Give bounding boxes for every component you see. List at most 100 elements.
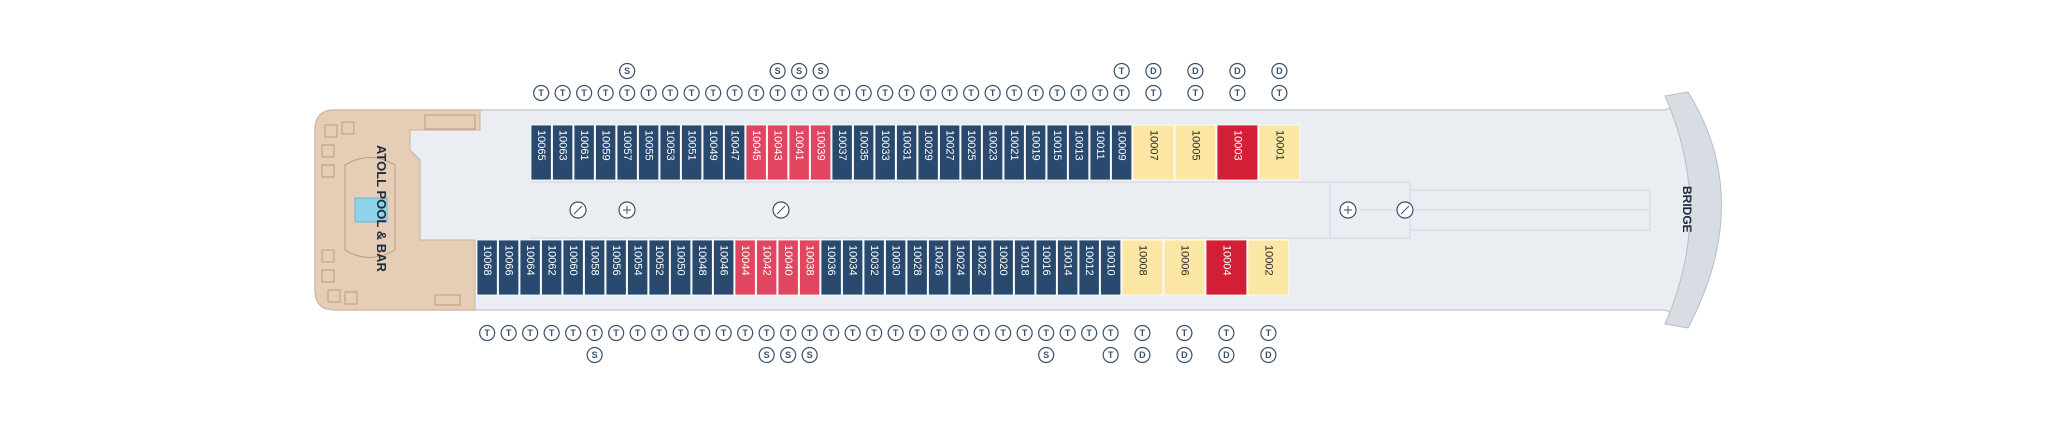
cabin-10053[interactable]: 10053	[659, 124, 681, 181]
cabin-10057[interactable]: 10057	[616, 124, 638, 181]
symbol-letter: T	[1119, 88, 1125, 98]
cabin-symbol-sofa-icon: S	[812, 62, 829, 80]
cabin-10046[interactable]: 10046	[713, 239, 735, 296]
cabin-10005[interactable]: 10005	[1174, 124, 1217, 181]
cabin-10055[interactable]: 10055	[638, 124, 660, 181]
cabin-10028[interactable]: 10028	[906, 239, 928, 296]
cabin-10013[interactable]: 10013	[1068, 124, 1090, 181]
cabin-symbol-twin-icon: T	[565, 324, 582, 342]
cabin-block	[573, 124, 595, 181]
cabin-10039[interactable]: 10039	[810, 124, 832, 181]
cabin-10049[interactable]: 10049	[702, 124, 724, 181]
cabin-10034[interactable]: 10034	[842, 239, 864, 296]
symbol-circle	[662, 84, 679, 102]
cabin-number: 10022	[976, 245, 988, 276]
symbol-circle	[715, 324, 732, 342]
cabin-10033[interactable]: 10033	[874, 124, 896, 181]
symbol-letter: T	[1235, 88, 1241, 98]
cabin-number: 10045	[750, 130, 762, 161]
symbol-circle	[758, 324, 775, 342]
cabin-10009[interactable]: 10009	[1111, 124, 1133, 181]
cabin-number: 10038	[804, 245, 816, 276]
cabin-10059[interactable]: 10059	[595, 124, 617, 181]
cabin-symbol-twin-icon: T	[737, 324, 754, 342]
symbol-circle	[1271, 62, 1288, 80]
cabin-10063[interactable]: 10063	[552, 124, 574, 181]
cabin-10023[interactable]: 10023	[982, 124, 1004, 181]
cabin-10052[interactable]: 10052	[648, 239, 670, 296]
pool-deck	[314, 109, 481, 311]
symbol-letter: D	[1139, 350, 1146, 360]
cabin-10016[interactable]: 10016	[1035, 239, 1057, 296]
cabin-10056[interactable]: 10056	[605, 239, 627, 296]
cabin-10010[interactable]: 10010	[1100, 239, 1122, 296]
cabin-10058[interactable]: 10058	[584, 239, 606, 296]
cabin-10004[interactable]: 10004	[1205, 239, 1248, 296]
cabin-10002[interactable]: 10002	[1247, 239, 1290, 296]
cabin-10003[interactable]: 10003	[1216, 124, 1259, 181]
cabin-10066[interactable]: 10066	[498, 239, 520, 296]
cabin-symbol-disabled-icon: D	[1260, 346, 1277, 364]
symbol-letter: T	[882, 88, 888, 98]
cabin-10064[interactable]: 10064	[519, 239, 541, 296]
cabin-10019[interactable]: 10019	[1025, 124, 1047, 181]
cabin-10044[interactable]: 10044	[734, 239, 756, 296]
cabin-10050[interactable]: 10050	[670, 239, 692, 296]
cabin-number: 10018	[1019, 245, 1031, 276]
cabin-10030[interactable]: 10030	[885, 239, 907, 296]
cabin-symbol-twin-icon: T	[576, 84, 593, 102]
symbol-circle	[1027, 84, 1044, 102]
cabin-10036[interactable]: 10036	[820, 239, 842, 296]
cabin-10062[interactable]: 10062	[541, 239, 563, 296]
cabin-10047[interactable]: 10047	[724, 124, 746, 181]
symbol-letter: T	[828, 328, 834, 338]
cabin-10043[interactable]: 10043	[767, 124, 789, 181]
cabin-10038[interactable]: 10038	[799, 239, 821, 296]
cabin-10026[interactable]: 10026	[928, 239, 950, 296]
cabin-10007[interactable]: 10007	[1132, 124, 1175, 181]
cabin-10068[interactable]: 10068	[476, 239, 498, 296]
cabin-10032[interactable]: 10032	[863, 239, 885, 296]
cabin-10011[interactable]: 10011	[1089, 124, 1111, 181]
cabin-10045[interactable]: 10045	[745, 124, 767, 181]
symbol-letter: T	[936, 328, 942, 338]
cabin-10029[interactable]: 10029	[917, 124, 939, 181]
cabin-block	[799, 239, 821, 296]
cabin-10025[interactable]: 10025	[960, 124, 982, 181]
cabin-symbol-twin-icon: T	[748, 84, 765, 102]
cabin-10037[interactable]: 10037	[831, 124, 853, 181]
cabin-10031[interactable]: 10031	[896, 124, 918, 181]
symbol-circle	[597, 84, 614, 102]
cabin-10060[interactable]: 10060	[562, 239, 584, 296]
cabin-10040[interactable]: 10040	[777, 239, 799, 296]
cabin-10021[interactable]: 10021	[1003, 124, 1025, 181]
cabin-10014[interactable]: 10014	[1057, 239, 1079, 296]
cabin-10006[interactable]: 10006	[1163, 239, 1206, 296]
cabin-10035[interactable]: 10035	[853, 124, 875, 181]
symbol-letter: T	[764, 328, 770, 338]
symbol-letter: D	[1234, 66, 1241, 76]
cabin-10020[interactable]: 10020	[992, 239, 1014, 296]
cabin-10022[interactable]: 10022	[971, 239, 993, 296]
cabin-10054[interactable]: 10054	[627, 239, 649, 296]
cabin-block	[788, 124, 810, 181]
cabin-10015[interactable]: 10015	[1046, 124, 1068, 181]
cabin-10018[interactable]: 10018	[1014, 239, 1036, 296]
cabin-10024[interactable]: 10024	[949, 239, 971, 296]
cabin-number: 10027	[944, 130, 956, 161]
symbol-circle	[1092, 84, 1109, 102]
symbol-letter: S	[775, 66, 781, 76]
cabin-10001[interactable]: 10001	[1258, 124, 1301, 181]
cabin-10061[interactable]: 10061	[573, 124, 595, 181]
cabin-10041[interactable]: 10041	[788, 124, 810, 181]
cabin-10027[interactable]: 10027	[939, 124, 961, 181]
cabin-10012[interactable]: 10012	[1078, 239, 1100, 296]
cabin-symbol-sofa-icon: S	[758, 346, 775, 364]
cabin-10065[interactable]: 10065	[530, 124, 552, 181]
cabin-10008[interactable]: 10008	[1121, 239, 1164, 296]
cabin-number: 10015	[1051, 130, 1063, 161]
cabin-10048[interactable]: 10048	[691, 239, 713, 296]
symbol-circle	[586, 324, 603, 342]
cabin-10051[interactable]: 10051	[681, 124, 703, 181]
cabin-10042[interactable]: 10042	[756, 239, 778, 296]
